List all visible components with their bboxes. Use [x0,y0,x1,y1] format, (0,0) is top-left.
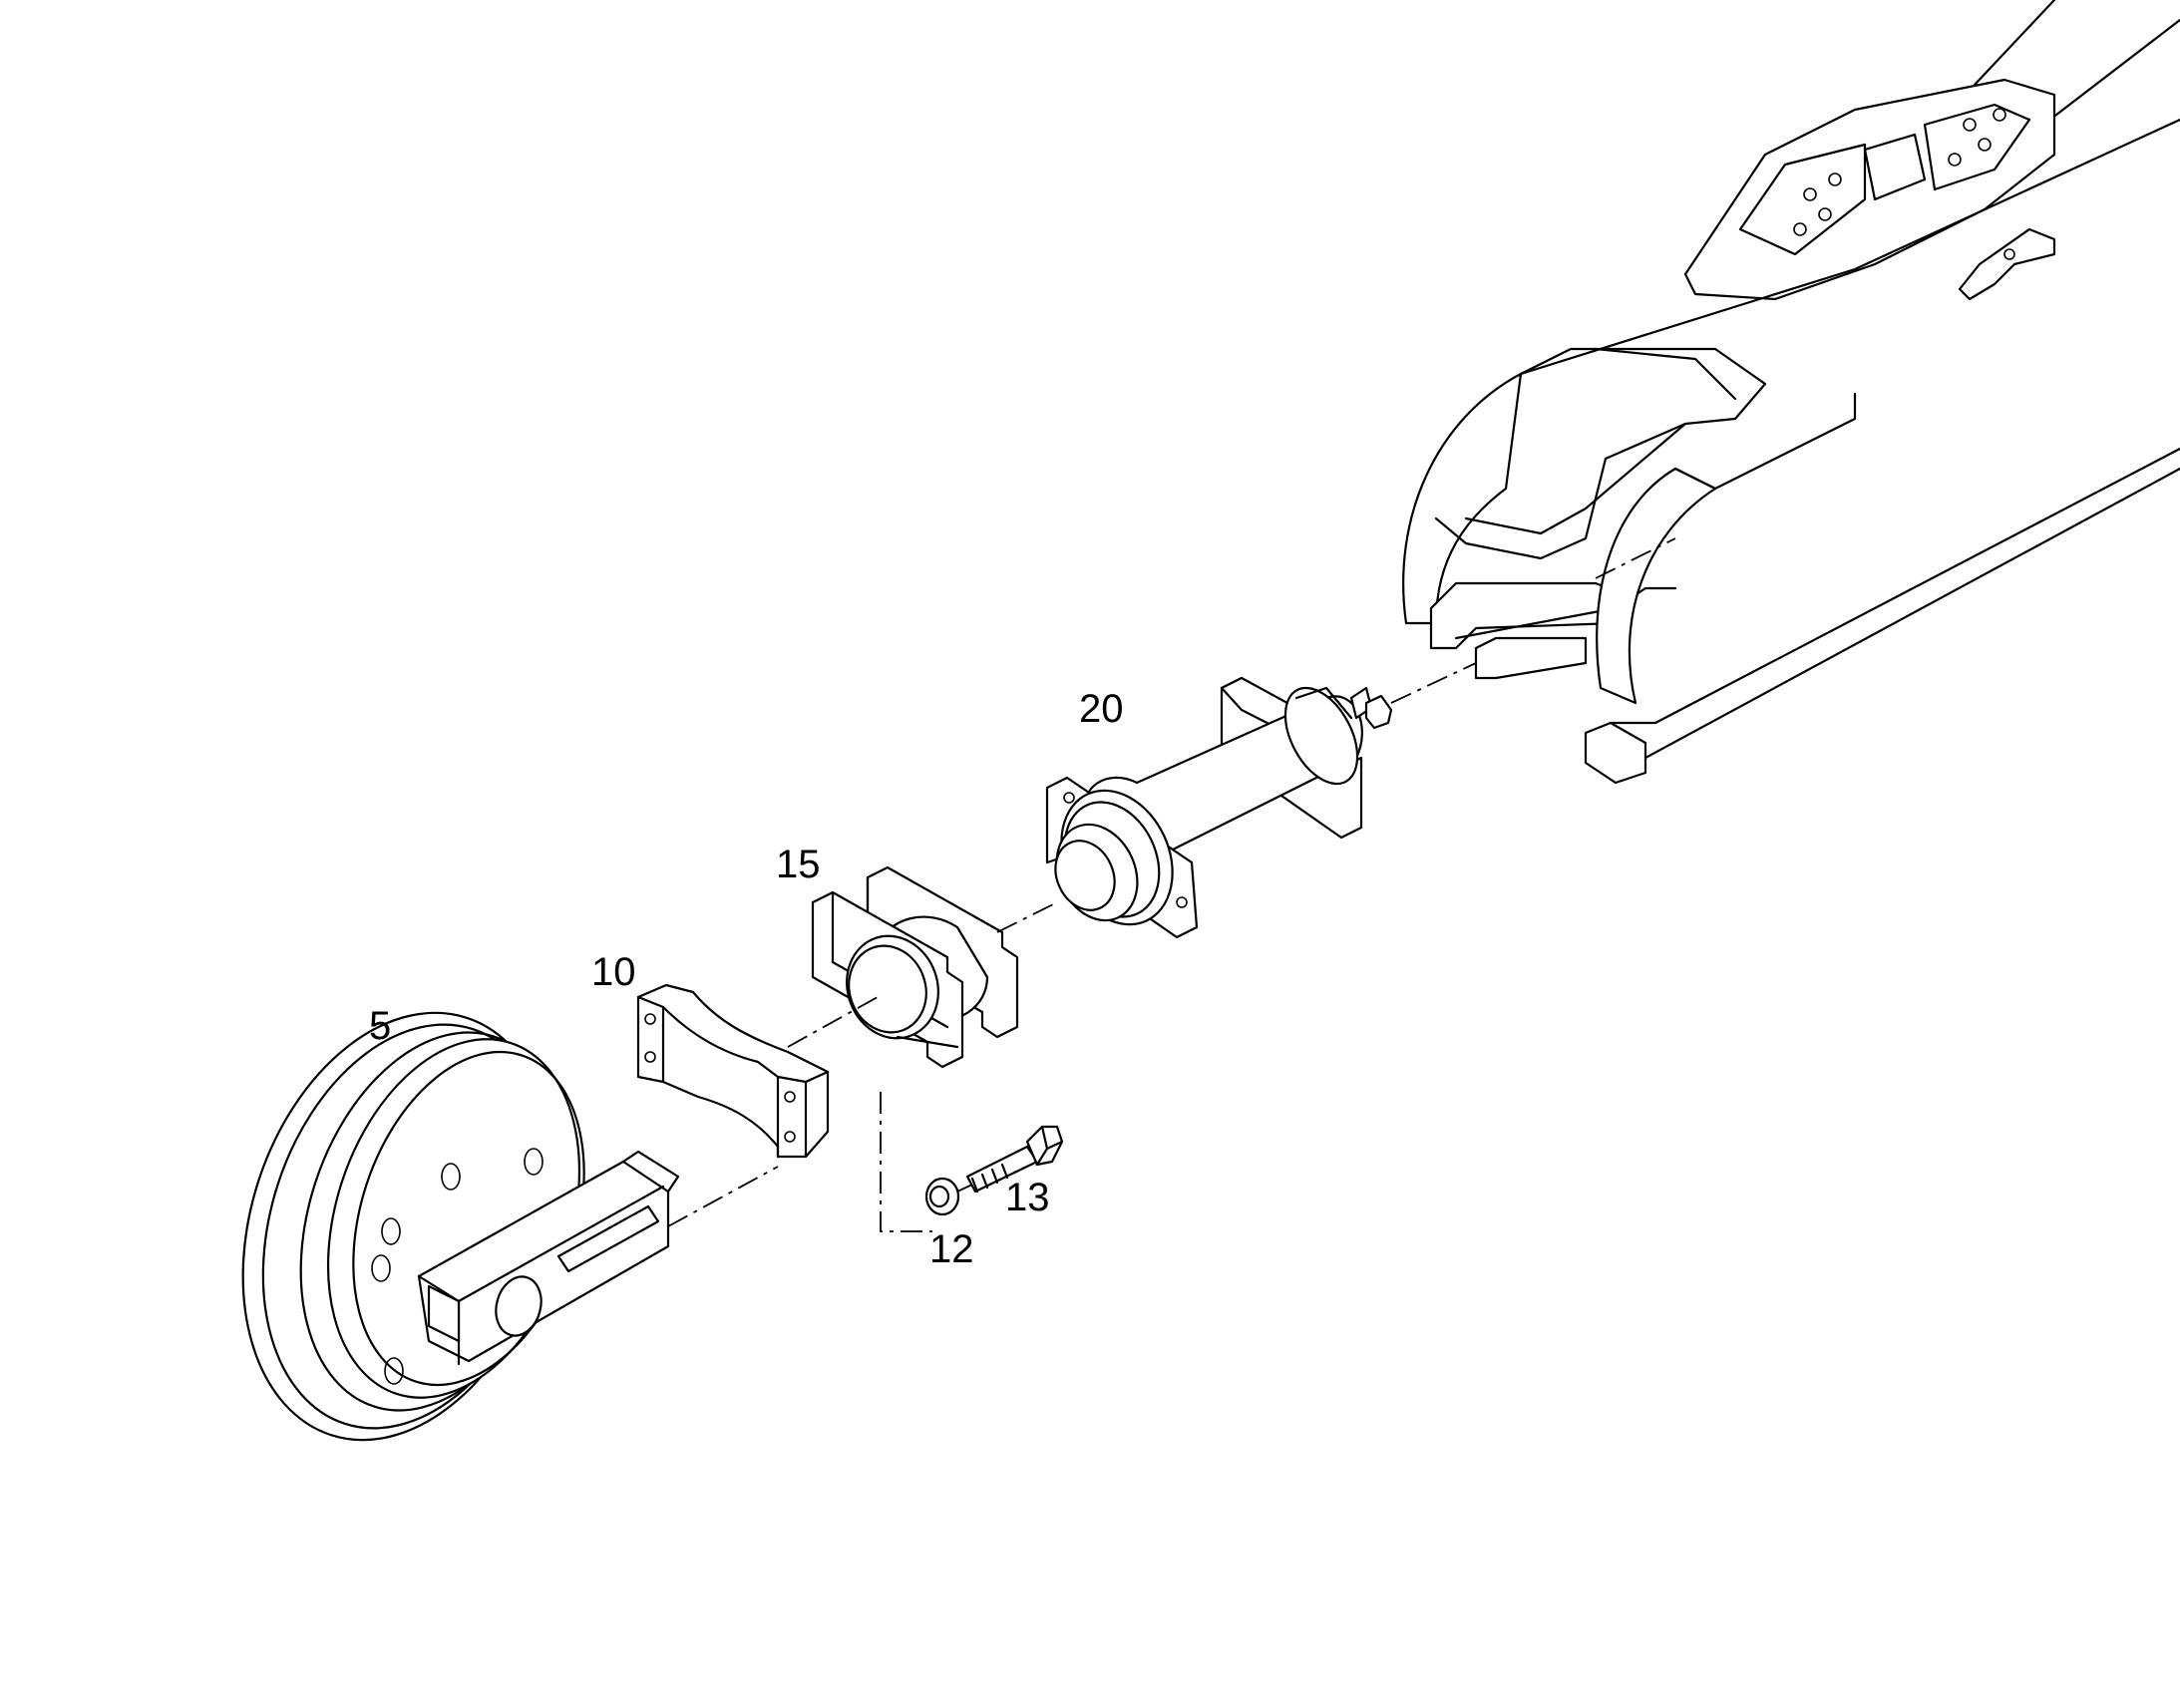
callout-13: 13 [1005,1176,1050,1219]
part-12-washer [924,1177,960,1216]
track-frame [1402,0,2180,785]
callout-5: 5 [369,1004,391,1048]
callout-20: 20 [1079,687,1124,731]
callout-15: 15 [776,843,821,886]
part-10-spacer-block [636,983,830,1159]
callout-labels: 5 10 12 13 15 20 [369,687,1124,1271]
callout-10: 10 [591,950,636,994]
callout-12: 12 [929,1227,974,1271]
part-15-slide-plates [811,865,1019,1069]
assembly-centerlines [667,537,1676,1232]
part-5-idler-wheel [241,1011,680,1442]
part-13-bolt [965,1125,1064,1194]
part-20-tension-cylinder [1045,676,1393,939]
